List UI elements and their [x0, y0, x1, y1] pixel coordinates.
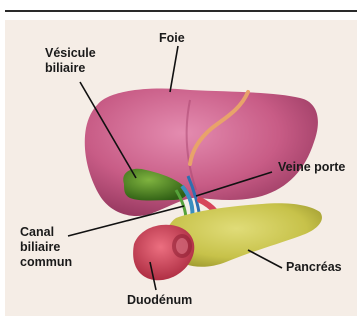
label-duodenum: Duodénum	[127, 293, 192, 308]
label-canal-biliaire-commun: Canal biliaire commun	[20, 225, 72, 270]
liver-shape	[85, 89, 318, 216]
label-vesicule-biliaire: Vésicule biliaire	[45, 46, 96, 76]
label-foie: Foie	[159, 31, 185, 46]
label-pancreas: Pancréas	[286, 260, 342, 275]
leader-pancreas	[248, 250, 282, 268]
label-veine-porte: Veine porte	[278, 160, 345, 175]
leader-foie	[170, 46, 178, 92]
